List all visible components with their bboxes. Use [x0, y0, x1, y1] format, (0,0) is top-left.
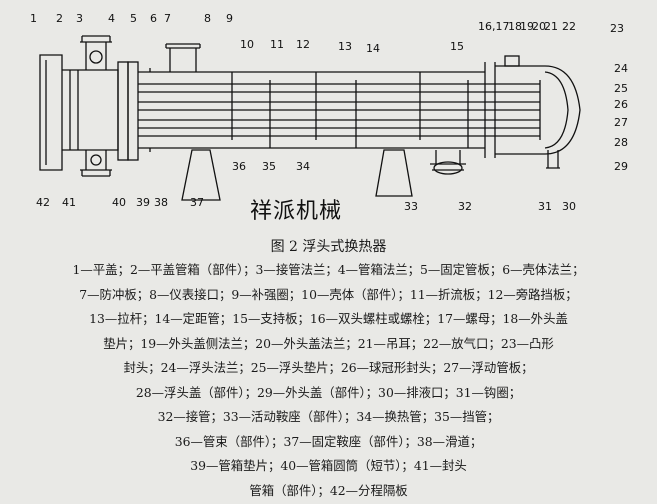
part-label-27: 27 [614, 116, 628, 129]
part-label-37: 37 [190, 196, 204, 209]
part-label-14: 14 [366, 42, 380, 55]
part-label-30: 30 [562, 200, 576, 213]
part-label-38: 38 [154, 196, 168, 209]
part-label-12: 12 [296, 38, 310, 51]
floating-head-exchanger-diagram: 1 2 3 4 5 6 7 8 9 10 11 12 13 14 15 16,1… [30, 12, 628, 213]
part-label-20: 20 [532, 20, 546, 33]
part-label-11: 11 [270, 38, 284, 51]
part-label-33: 33 [404, 200, 418, 213]
legend-line: 管箱（部件）；42—分程隔板 [249, 482, 408, 498]
part-label-8: 8 [204, 12, 211, 25]
part-label-25: 25 [614, 82, 628, 95]
legend-line: 32—接管；33—活动鞍座（部件）；34—换热管；35—挡管； [157, 409, 500, 424]
part-label-5: 5 [130, 12, 137, 25]
part-label-19: 19 [520, 20, 534, 33]
part-label-13: 13 [338, 40, 352, 53]
part-label-23: 23 [610, 22, 624, 35]
part-label-6: 6 [150, 12, 157, 25]
legend-line: 36—管束（部件）；37—固定鞍座（部件）；38—滑道； [174, 433, 483, 449]
part-label-35: 35 [262, 160, 276, 173]
watermark-text: 祥派机械 [250, 199, 343, 224]
part-label-32: 32 [458, 200, 472, 213]
part-label-21: 21 [544, 20, 558, 33]
figure-caption: 图 2 浮头式换热器 [270, 239, 387, 255]
part-label-18: 18 [508, 20, 522, 33]
part-label-22: 22 [562, 20, 576, 33]
legend-line: 1—平盖；2—平盖管箱（部件）；3—接管法兰；4—管箱法兰；5—固定管板；6—壳… [72, 262, 585, 277]
part-label-4: 4 [108, 12, 115, 25]
part-label-36: 36 [232, 160, 246, 173]
part-label-16-17: 16,17 [478, 20, 510, 33]
part-label-1: 1 [30, 12, 37, 25]
legend-line: 39—管箱垫片；40—管箱圆筒（短节）；41—封头 [190, 458, 467, 473]
legend-line: 7—防冲板；8—仪表接口；9—补强圈；10—壳体（部件）；11—折流板；12—旁… [79, 286, 578, 302]
part-label-39: 39 [136, 196, 150, 209]
part-label-29: 29 [614, 160, 628, 173]
part-label-42: 42 [36, 196, 50, 209]
legend-line: 垫片；19—外头盖侧法兰；20—外头盖法兰；21—吊耳；22—放气口；23—凸形 [103, 335, 554, 351]
part-label-34: 34 [296, 160, 310, 173]
legend-line: 28—浮头盖（部件）；29—外头盖（部件）；30—排液口；31—钩圈； [135, 384, 522, 400]
part-label-7: 7 [164, 12, 171, 25]
part-label-26: 26 [614, 98, 628, 111]
part-label-9: 9 [226, 12, 233, 25]
part-label-28: 28 [614, 136, 628, 149]
legend-line: 13—拉杆；14—定距管；15—支持板；16—双头螺柱或螺栓；17—螺母；18—… [89, 311, 568, 326]
part-label-2: 2 [56, 12, 63, 25]
part-label-31: 31 [538, 200, 552, 213]
part-label-40: 40 [112, 196, 126, 209]
parts-legend: 1—平盖；2—平盖管箱（部件）；3—接管法兰；4—管箱法兰；5—固定管板；6—壳… [0, 258, 657, 503]
legend-line: 封头；24—浮头法兰；25—浮头垫片；26—球冠形封头；27—浮动管板； [123, 360, 534, 375]
part-label-41: 41 [62, 196, 76, 209]
part-label-3: 3 [76, 12, 83, 25]
part-label-10: 10 [240, 38, 254, 51]
part-label-15: 15 [450, 40, 464, 53]
part-label-24: 24 [614, 62, 628, 75]
